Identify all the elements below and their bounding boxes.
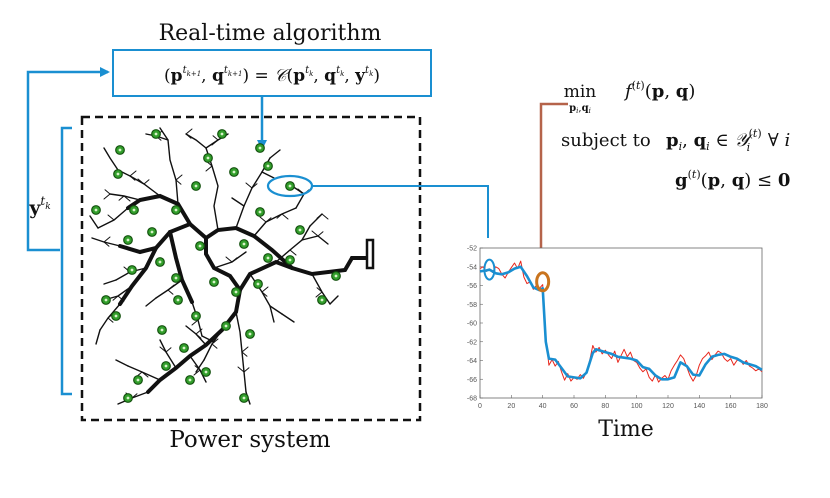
y-tick-label: -54 <box>467 264 477 271</box>
x-tick-label: 180 <box>756 403 768 410</box>
power-system-frame <box>80 115 422 422</box>
x-tick-label: 100 <box>631 403 643 410</box>
y-tick-label: -60 <box>467 321 477 328</box>
y-tick-label: -58 <box>467 302 477 309</box>
x-tick-label: 60 <box>570 403 578 410</box>
opt-objective: f(t)(p, q) <box>623 79 695 102</box>
algorithm-box <box>112 49 432 97</box>
x-tick-label: 20 <box>507 403 515 410</box>
x-tick-label: 80 <box>601 403 609 410</box>
algorithm-title: Real-time algorithm <box>159 21 382 46</box>
chart-plot-area <box>479 247 763 399</box>
algorithm-formula: (ptk+1, qtk+1) = 𝒞(ptk, qtk, ytk) <box>164 65 380 86</box>
x-tick-label: 160 <box>725 403 737 410</box>
series-line-blue <box>479 265 763 381</box>
opt-min-sub: pi,qi <box>569 103 591 115</box>
feedback-arrow <box>26 67 110 252</box>
y-tick-label: -64 <box>467 358 477 365</box>
y-tick-label: -68 <box>467 396 477 403</box>
optimizer-link <box>539 102 568 250</box>
x-tick-label: 40 <box>539 403 547 410</box>
opt-min: min <box>564 82 597 102</box>
measurement-bracket <box>60 126 72 396</box>
node-to-chart-link <box>312 185 489 238</box>
y-tick-label: -52 <box>467 246 477 253</box>
system-caption: Power system <box>169 427 330 453</box>
measurement-marker <box>483 258 496 281</box>
opt-constraint1: pi, qi ∈ 𝒴(t)i ∀ i <box>666 127 790 154</box>
time-series-chart: 0 20 40 60 80 100 120 140 160 180 -52 -54 -56 -58 -60 -… <box>467 246 768 411</box>
opt-subject-to: subject to <box>561 130 651 151</box>
y-tick-label: -66 <box>467 377 477 384</box>
time-caption: Time <box>598 417 654 442</box>
inverter-nodes <box>91 129 341 403</box>
x-tick-label: 140 <box>693 403 705 410</box>
measurement-label: ytk <box>28 194 50 219</box>
x-tick-label: 120 <box>662 403 674 410</box>
feeder-network <box>89 127 375 405</box>
setpoint-marker <box>535 271 551 293</box>
y-tick-label: -56 <box>467 283 477 290</box>
opt-constraint2: g(t)(p, q) ≤ 0 <box>675 168 790 191</box>
x-tick-label: 0 <box>478 403 482 410</box>
optimization-problem: min pi,qi f(t)(p, q) subject to pi, qi ∈… <box>561 79 790 191</box>
y-tick-label: -62 <box>467 339 477 346</box>
